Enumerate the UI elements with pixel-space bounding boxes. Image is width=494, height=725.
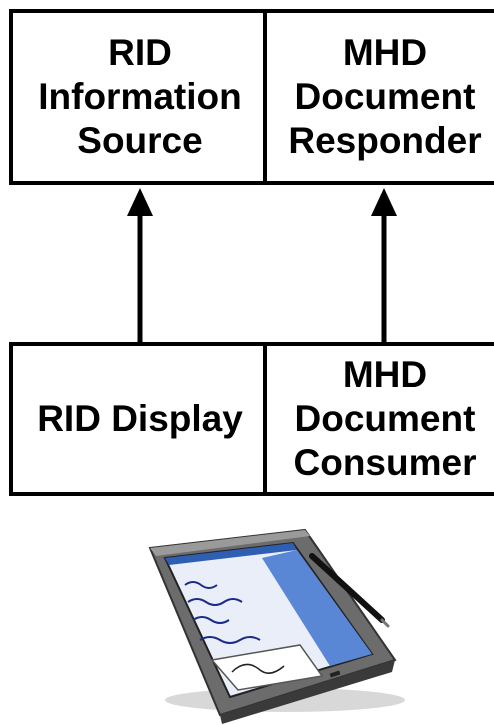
mhd-document-responder-box: MHD Document Responder (263, 9, 494, 185)
arrow-rid-display-to-source (127, 188, 153, 342)
tablet-computer-with-stylus-icon (148, 528, 405, 724)
stylus-icon (309, 553, 390, 628)
mhd-document-consumer-label: MHD Document Consumer (293, 354, 477, 483)
rid-information-source-box: RID Information Source (9, 9, 271, 185)
rid-display-box: RID Display (9, 342, 271, 496)
rid-information-source-label: RID Information Source (38, 32, 242, 161)
rid-display-label: RID Display (37, 398, 243, 439)
mhd-document-responder-label: MHD Document Responder (288, 32, 482, 161)
arrow-mhd-consumer-to-responder (371, 188, 397, 342)
mhd-document-consumer-box: MHD Document Consumer (263, 342, 494, 496)
